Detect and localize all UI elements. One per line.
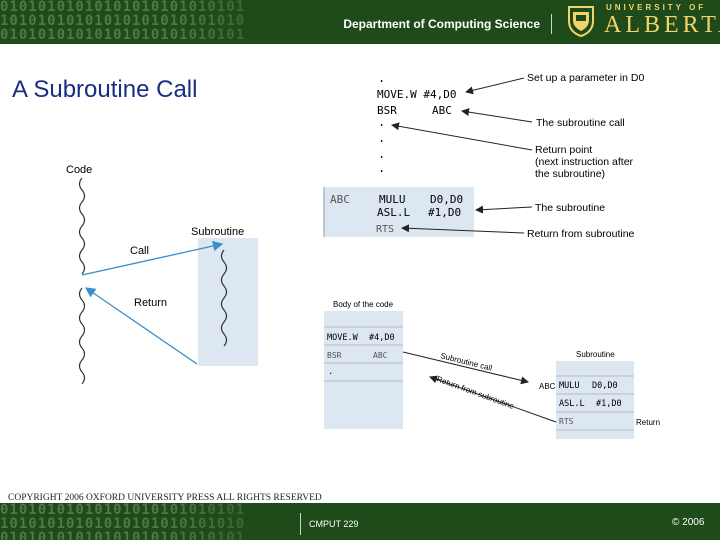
subroutine-squiggle — [220, 249, 228, 347]
bottom-return-label: Return — [636, 418, 660, 427]
footer-year: © 2006 — [672, 517, 705, 528]
return-flow-arrow — [84, 287, 198, 365]
call-flow-arrow — [81, 240, 224, 276]
param-arrow — [465, 77, 525, 95]
university-of-label: UNIVERSITY OF — [606, 3, 707, 12]
bottom-mulu-op: MULU — [559, 381, 579, 391]
listing-dot: . — [378, 131, 385, 145]
code-squiggle-bottom — [78, 287, 86, 385]
listing-dot: . — [378, 161, 385, 175]
return-label: Return — [134, 297, 167, 309]
call-arrow — [461, 108, 533, 123]
sub-mulu-arg: D0,D0 — [430, 193, 463, 206]
subroutine-label: Subroutine — [191, 226, 244, 238]
body-label: Body of the code — [333, 300, 394, 309]
bottom-return-arrow — [429, 375, 557, 423]
subroutine-box — [324, 187, 474, 237]
bottom-call-text: Subroutine call — [440, 351, 494, 373]
listing-dot: . — [378, 147, 385, 161]
sub-mulu-op: MULU — [379, 193, 406, 206]
bottom-subroutine-title: Subroutine — [576, 350, 615, 359]
department-name: Department of Computing Science — [343, 17, 540, 31]
body-move-op: MOVE.W — [327, 333, 359, 343]
body-bsr-op: BSR — [327, 351, 342, 360]
callout-call: The subroutine call — [536, 117, 625, 129]
slide-title: A Subroutine Call — [12, 76, 198, 103]
code-label: Code — [66, 164, 92, 176]
call-label: Call — [130, 245, 149, 257]
callout-return-from: Return from subroutine — [527, 228, 635, 240]
callout-subroutine: The subroutine — [535, 202, 605, 214]
footer-fade — [160, 503, 360, 540]
listing-bsr-arg: ABC — [432, 104, 452, 117]
callout-return-point-2: (next instruction after — [535, 156, 634, 168]
header-fade — [170, 0, 370, 44]
footer-divider — [300, 513, 301, 535]
program-listing: . MOVE.W #4,D0 BSR ABC . . . . — [377, 71, 456, 175]
code-squiggle-top — [78, 177, 86, 275]
listing-dot: . — [378, 71, 385, 85]
listing-move: MOVE.W #4,D0 — [377, 88, 456, 101]
subroutine-label-abc: ABC — [330, 193, 350, 206]
header-bar: 01010101010101010101010101 1010101010101… — [0, 0, 720, 44]
sub-asl-op: ASL.L — [377, 206, 410, 219]
callout-return-point-3: the subroutine) — [535, 168, 605, 180]
code-flow-diagram: Code Subroutine Call Return — [66, 164, 258, 385]
listing-bsr-op: BSR — [377, 104, 397, 117]
body-move-arg: #4,D0 — [369, 333, 395, 343]
copyright-notice: COPYRIGHT 2006 OXFORD UNIVERSITY PRESS A… — [8, 493, 322, 503]
bottom-asl-op: ASL.L — [559, 399, 585, 409]
bottom-rts: RTS — [559, 417, 574, 426]
bottom-abc-label: ABC — [539, 382, 556, 391]
body-dot: . — [328, 367, 333, 377]
body-box — [324, 311, 403, 429]
bottom-call-arrow — [402, 351, 529, 385]
memory-diagram: Body of the code MOVE.W #4,D0 BSR ABC . … — [324, 300, 660, 439]
subroutine-arrow — [475, 205, 533, 214]
footer-bar: 01010101010101010101010101 1010101010101… — [0, 503, 720, 540]
bottom-mulu-arg: D0,D0 — [592, 381, 618, 391]
callout-return-point: Return point — [535, 144, 592, 156]
return-point-arrow — [391, 122, 533, 151]
listing-dot: . — [378, 115, 385, 129]
course-code: CMPUT 229 — [309, 519, 359, 529]
callout-param: Set up a parameter in D0 — [527, 72, 644, 84]
sub-rts: RTS — [376, 224, 394, 235]
header-divider — [551, 14, 552, 34]
sub-asl-arg: #1,D0 — [428, 206, 461, 219]
subroutine-column — [198, 238, 258, 366]
return-from-arrow — [401, 224, 525, 234]
bottom-return-text: Return from subroutine — [435, 374, 515, 411]
body-bsr-arg: ABC — [373, 351, 388, 360]
bottom-asl-arg: #1,D0 — [596, 399, 622, 409]
university-crest-icon — [568, 6, 594, 37]
bottom-subroutine-box — [556, 361, 634, 439]
